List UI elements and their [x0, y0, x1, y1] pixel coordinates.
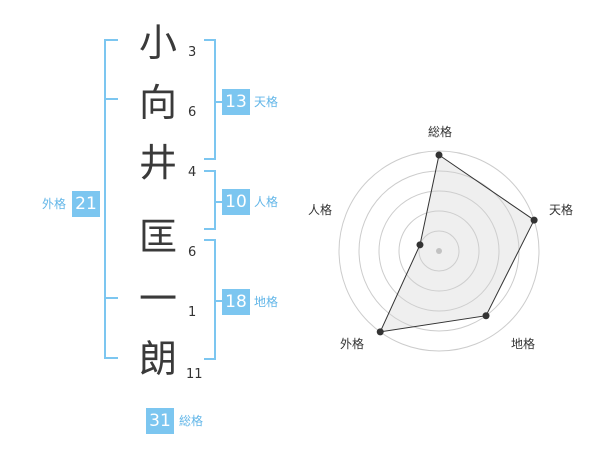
- radar-axis-label-3: 外格: [340, 337, 365, 351]
- radar-point-0: [435, 151, 443, 159]
- stroke-count-4: 6: [188, 245, 197, 260]
- stroke-count-3: 4: [188, 165, 197, 180]
- stroke-count-6: 11: [186, 367, 203, 382]
- name-char-3: 井: [138, 141, 177, 185]
- chikaku-badge: 18: [222, 289, 250, 315]
- name-char-5: 一: [138, 277, 177, 321]
- stroke-count-1: 3: [188, 45, 197, 60]
- radar-ring-2: [398, 210, 480, 292]
- name-char-2: 向: [138, 81, 177, 125]
- radar-series-polygon: [379, 154, 535, 333]
- name-char-4: 匡: [138, 215, 177, 259]
- chikaku-connector: [216, 300, 222, 302]
- radar-ring-3: [378, 190, 500, 312]
- tenkaku-label: 天格: [254, 95, 279, 109]
- jinkaku-badge: 10: [222, 189, 250, 215]
- soukaku-label: 総格: [179, 414, 204, 428]
- chikaku-label: 地格: [254, 295, 279, 309]
- jinkaku-connector: [216, 201, 222, 203]
- stroke-count-2: 6: [188, 105, 197, 120]
- gaikaku-tick-top: [104, 98, 118, 100]
- soukaku-badge: 31: [146, 408, 174, 434]
- stroke-count-5: 1: [188, 305, 197, 320]
- gaikaku-tick-bottom: [104, 297, 118, 299]
- radar-axis-label-4: 人格: [308, 203, 333, 217]
- radar-center: [436, 248, 442, 254]
- gaikaku-bracket: [104, 39, 118, 359]
- gaikaku-badge: 21: [72, 191, 100, 217]
- radar-axis-label-0: 総格: [428, 125, 453, 139]
- jinkaku-bracket: [204, 170, 216, 230]
- radar-point-3: [376, 328, 384, 336]
- radar-ring-1: [418, 230, 460, 272]
- radar-point-4: [416, 241, 424, 249]
- gaikaku-label: 外格: [42, 197, 67, 211]
- name-char-1: 小: [138, 21, 177, 65]
- tenkaku-badge: 13: [222, 89, 250, 115]
- radar-axis-label-2: 地格: [511, 337, 536, 351]
- radar-point-2: [482, 312, 490, 320]
- radar-ring-5: [338, 150, 540, 352]
- tenkaku-bracket: [204, 39, 216, 160]
- jinkaku-label: 人格: [254, 195, 279, 209]
- radar-axis-label-1: 天格: [549, 203, 574, 217]
- radar-point-1: [530, 216, 538, 224]
- chikaku-bracket: [204, 239, 216, 360]
- tenkaku-connector: [216, 101, 222, 103]
- name-char-6: 朗: [138, 337, 177, 381]
